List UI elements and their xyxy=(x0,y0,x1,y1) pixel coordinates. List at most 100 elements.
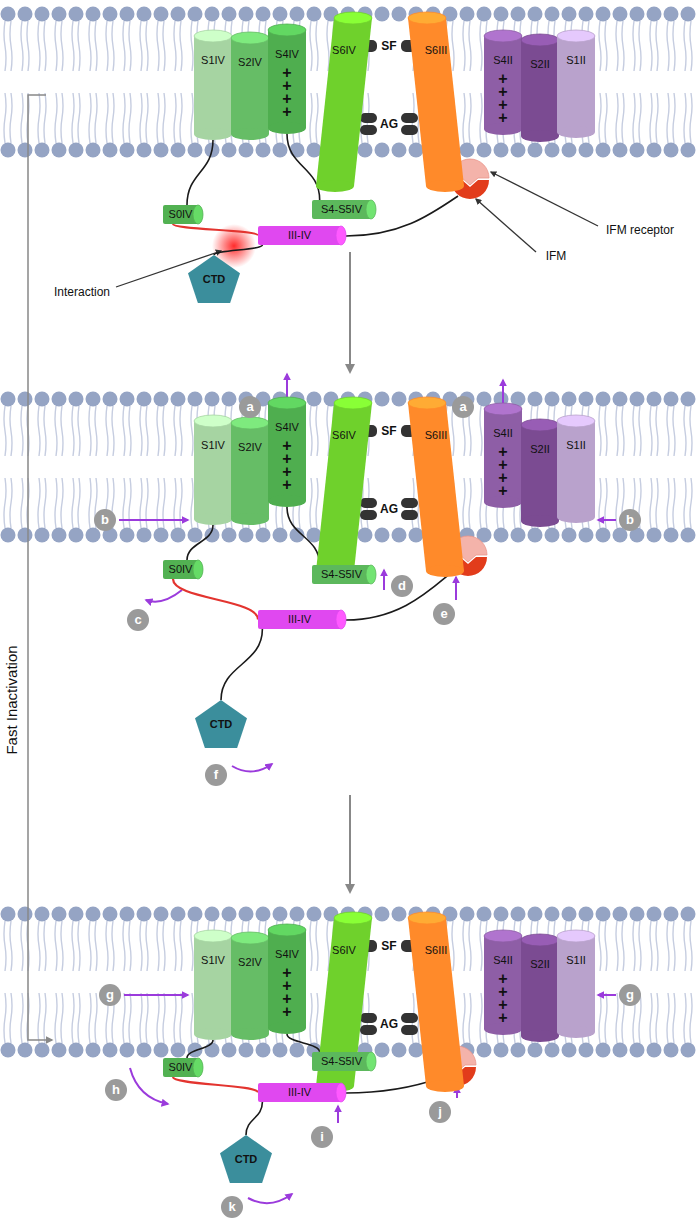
shape-part xyxy=(258,226,341,245)
lipid-head xyxy=(1,1043,16,1058)
lipid-head xyxy=(205,392,220,407)
lipid-tail xyxy=(146,921,148,971)
lipid-head xyxy=(154,392,169,407)
lipid-tail xyxy=(174,921,176,971)
callout-letter: k xyxy=(228,1200,235,1214)
lipid-head xyxy=(103,7,118,22)
helix-label: S2II xyxy=(530,443,550,456)
lipid-tail xyxy=(684,406,686,456)
lipid-tail xyxy=(191,21,193,71)
helix-label: S6III xyxy=(425,944,448,957)
shape-part xyxy=(99,984,121,1006)
lipid-head xyxy=(511,7,526,22)
shape-part xyxy=(194,1028,232,1040)
helix-cylinder: S4IV+ + + + xyxy=(267,924,307,1034)
lipid-tail xyxy=(469,21,471,71)
lipid-tail xyxy=(316,93,318,143)
lipid-tail xyxy=(599,93,601,143)
region-label: AG xyxy=(379,1017,399,1031)
lipid-head xyxy=(409,528,424,543)
lipid-head xyxy=(613,7,628,22)
lipid-head xyxy=(664,907,679,922)
lipid-head xyxy=(52,907,67,922)
lipid-head xyxy=(222,7,237,22)
lipid-tail xyxy=(95,921,97,971)
callout-letter: f xyxy=(214,768,218,782)
lipid-tail xyxy=(673,93,675,143)
lipid-head xyxy=(256,528,271,543)
region-label: IFM receptor xyxy=(605,223,675,237)
shape-part xyxy=(484,496,522,508)
shape-outline xyxy=(193,415,233,525)
motion-arrow xyxy=(598,994,616,996)
lipid-head xyxy=(545,143,560,158)
lipid-tail xyxy=(78,921,80,971)
lipid-tail xyxy=(72,93,74,143)
lipid-tail xyxy=(690,993,692,1043)
pore-helix: S6IV xyxy=(313,397,375,577)
lipid-tail xyxy=(89,406,91,456)
lipid-head xyxy=(273,7,288,22)
callout-number: a xyxy=(452,396,474,418)
lipid-head xyxy=(596,907,611,922)
lipid-head xyxy=(613,907,628,922)
lipid-head xyxy=(375,907,390,922)
lipid-tail xyxy=(616,406,618,456)
ctd-pentagon: CTD xyxy=(220,1135,272,1183)
lipid-head xyxy=(222,907,237,922)
lipid-tail xyxy=(605,406,607,456)
lipid-head xyxy=(630,1043,645,1058)
helix-label: S1IV xyxy=(201,439,225,452)
lipid-tail xyxy=(191,406,193,456)
shape-part xyxy=(194,936,232,1034)
callout-number: f xyxy=(205,764,227,786)
lipid-head xyxy=(205,7,220,22)
shape-part xyxy=(194,415,232,427)
lipid-tail xyxy=(690,478,692,528)
lipid-head xyxy=(273,907,288,922)
lipid-tail xyxy=(38,21,40,71)
shape-part xyxy=(316,403,372,571)
lipid-head xyxy=(494,907,509,922)
linker-helix: S0IV xyxy=(163,205,203,224)
shape-part xyxy=(231,423,269,519)
lipid-tail xyxy=(21,993,23,1043)
lipid-tail xyxy=(605,93,607,143)
region-label: AG xyxy=(379,117,399,131)
motion-arrow xyxy=(337,1106,339,1123)
lipid-head xyxy=(69,1043,84,1058)
lipid-tail xyxy=(123,921,125,971)
lipid-tail xyxy=(633,93,635,143)
shape-outline xyxy=(520,934,560,1042)
helix-label: S6IV xyxy=(332,44,356,57)
lipid-tail xyxy=(316,993,318,1043)
lipid-head xyxy=(528,392,543,407)
lipid-head xyxy=(562,143,577,158)
lipid-head xyxy=(188,143,203,158)
lipid-tail xyxy=(44,93,46,143)
lipid-head xyxy=(681,1043,696,1058)
lipid-head xyxy=(664,528,679,543)
charge-marks: + + + + xyxy=(281,439,293,491)
lipid-head xyxy=(137,7,152,22)
lipid-head xyxy=(69,143,84,158)
helix-cylinder: S1II xyxy=(556,415,596,523)
lipid-tail xyxy=(599,993,601,1043)
lipid-tail xyxy=(157,93,159,143)
lipid-tail xyxy=(55,406,57,456)
lipid-tail xyxy=(180,21,182,71)
lipid-head xyxy=(137,907,152,922)
helix-label: S6IV xyxy=(332,944,356,957)
callout-letter: g xyxy=(106,988,114,1002)
lipid-tail xyxy=(463,478,465,528)
loop-connector xyxy=(287,134,320,200)
shape-part xyxy=(193,205,203,224)
lipid-head xyxy=(307,907,322,922)
lipid-tail xyxy=(112,93,114,143)
lipid-tail xyxy=(469,921,471,971)
lipid-head xyxy=(137,528,152,543)
lipid-tail xyxy=(95,93,97,143)
lipid-tail xyxy=(310,406,312,456)
lipid-tail xyxy=(684,993,686,1043)
lipid-tail xyxy=(89,478,91,528)
